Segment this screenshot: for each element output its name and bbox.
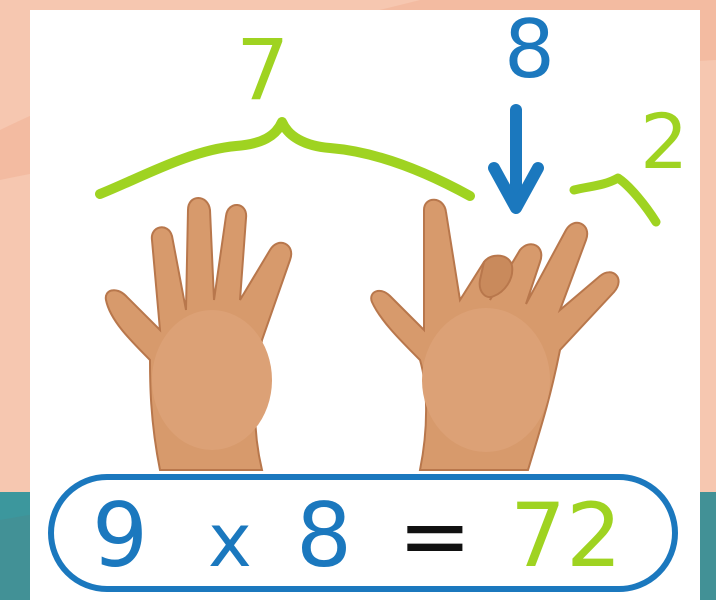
right-fingers-count: 2 xyxy=(640,97,689,186)
right-hand xyxy=(370,198,620,471)
folded-finger-number: 8 xyxy=(504,3,555,96)
left-hand xyxy=(104,197,293,471)
left-fingers-count: 7 xyxy=(236,21,290,119)
small-brace-icon xyxy=(569,173,661,227)
multiply-sign: x xyxy=(208,498,252,584)
equation-result: 72 xyxy=(510,484,622,587)
equation-left-operand: 9 xyxy=(92,484,148,587)
equation-right-operand: 8 xyxy=(296,484,352,587)
equation-box xyxy=(48,474,678,592)
equals-sign: = xyxy=(398,484,472,587)
curly-brace-icon xyxy=(95,117,475,201)
down-arrow-icon xyxy=(488,104,544,214)
